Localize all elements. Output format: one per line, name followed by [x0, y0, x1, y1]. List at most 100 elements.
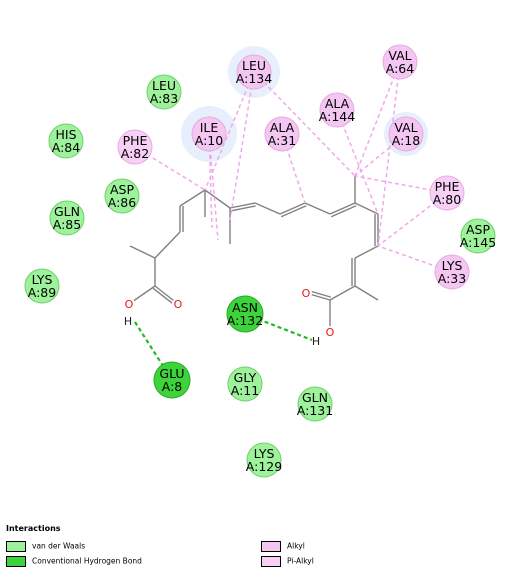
single-bond: [204, 189, 231, 209]
legend-label-vdw: van der Waals: [32, 541, 86, 551]
oxygen-atom-label: O: [125, 298, 134, 311]
atom-backdrop: [172, 298, 184, 310]
legend-label-pi-alkyl: Pi-Alkyl: [287, 556, 314, 566]
double-bond: [229, 202, 256, 209]
residue-name: VAL: [394, 120, 417, 135]
residue-chain-number: A:129: [246, 459, 282, 474]
alkyl-interaction-line: [253, 71, 356, 177]
residue-name: HIS: [55, 127, 76, 142]
hydrogen-atom-label: H: [124, 315, 132, 328]
hydrogen-bond-line: [244, 312, 313, 342]
legend-item-alkyl: Alkyl: [261, 541, 305, 552]
residue-name: ILE: [200, 120, 219, 135]
residue-name: VAL: [388, 48, 411, 63]
residue-name: PHE: [123, 133, 148, 148]
legend-item-pi-alkyl: Pi-Alkyl: [261, 556, 314, 567]
residue-disc: [434, 254, 470, 290]
residue-chain-number: A:8: [162, 379, 183, 394]
residue-disc: [226, 295, 264, 333]
residue-disc: [246, 442, 282, 478]
residue-chain-number: A:131: [297, 403, 333, 418]
residue-name: ASN: [232, 300, 258, 315]
residue-name: GLY: [234, 370, 257, 385]
residue-name: GLU: [159, 366, 184, 381]
oxygen-atom-label: O: [302, 287, 311, 300]
residue-disc: [429, 175, 465, 211]
double-bond: [279, 202, 306, 215]
residue-chain-number: A:84: [52, 140, 80, 155]
residue-name: LYS: [442, 258, 463, 273]
residue-disc: [24, 268, 60, 304]
residue-disc: [382, 44, 418, 80]
oxygen-atom-label: O: [174, 298, 183, 311]
residue-chain-number: A:11: [231, 383, 259, 398]
residue-disc: [319, 92, 355, 128]
residue-chain-number: A:82: [121, 146, 149, 161]
residue-name: LEU: [242, 58, 266, 73]
single-bond: [154, 231, 181, 259]
single-bond: [354, 245, 379, 259]
alkyl-interaction-line: [204, 71, 255, 191]
double-bond-second-line: [230, 205, 256, 212]
residue-name: ASP: [466, 222, 490, 237]
legend-label-hbond: Conventional Hydrogen Bond: [32, 556, 142, 566]
ligand-bonds: [128, 176, 379, 332]
alkyl-interaction-line: [208, 133, 219, 241]
residue-disc: [153, 361, 191, 399]
residue-chain-number: A:144: [319, 109, 355, 124]
legend-swatch-alkyl: [261, 541, 281, 552]
alkyl-interaction-line: [281, 133, 306, 204]
residue-name: ASP: [110, 182, 134, 197]
legend-swatch-pi-alkyl: [261, 556, 281, 567]
single-bond: [354, 202, 379, 215]
residue-name: GLN: [302, 390, 328, 405]
residue-disc: [460, 218, 496, 254]
residue-disc: [227, 366, 263, 402]
legend-title: Interactions: [6, 524, 61, 533]
residue-chain-number: A:31: [268, 133, 296, 148]
residue-name: GLN: [54, 204, 80, 219]
residue-name: LYS: [32, 272, 53, 287]
alkyl-interaction-line: [377, 245, 453, 273]
residue-disc: [48, 123, 84, 159]
residue-chain-number: A:10: [195, 133, 223, 148]
residue-disc: [264, 116, 300, 152]
residue-name: PHE: [435, 179, 460, 194]
single-bond: [179, 189, 206, 207]
double-bond-second-line: [280, 205, 307, 218]
residue-disc: [191, 116, 227, 152]
hydrogen-atom-label: H: [312, 335, 320, 348]
residue-disc: [388, 116, 424, 152]
residue-name: ALA: [325, 96, 350, 111]
residue-name: ALA: [270, 120, 295, 135]
atom-backdrop: [300, 287, 312, 299]
single-bond: [254, 202, 281, 215]
residue-chain-number: A:86: [108, 195, 136, 210]
residue-chain-number: A:85: [53, 217, 81, 232]
residue-name: LEU: [152, 78, 176, 93]
atom-backdrop: [123, 298, 135, 310]
residue-disc: [49, 200, 85, 236]
single-bond: [304, 202, 331, 215]
alkyl-interaction-line: [229, 71, 255, 221]
legend-label-alkyl: Alkyl: [287, 541, 305, 551]
alkyl-interaction-line: [336, 109, 379, 215]
alkyl-interaction-line: [377, 61, 401, 247]
double-bond-second-line: [330, 205, 357, 218]
